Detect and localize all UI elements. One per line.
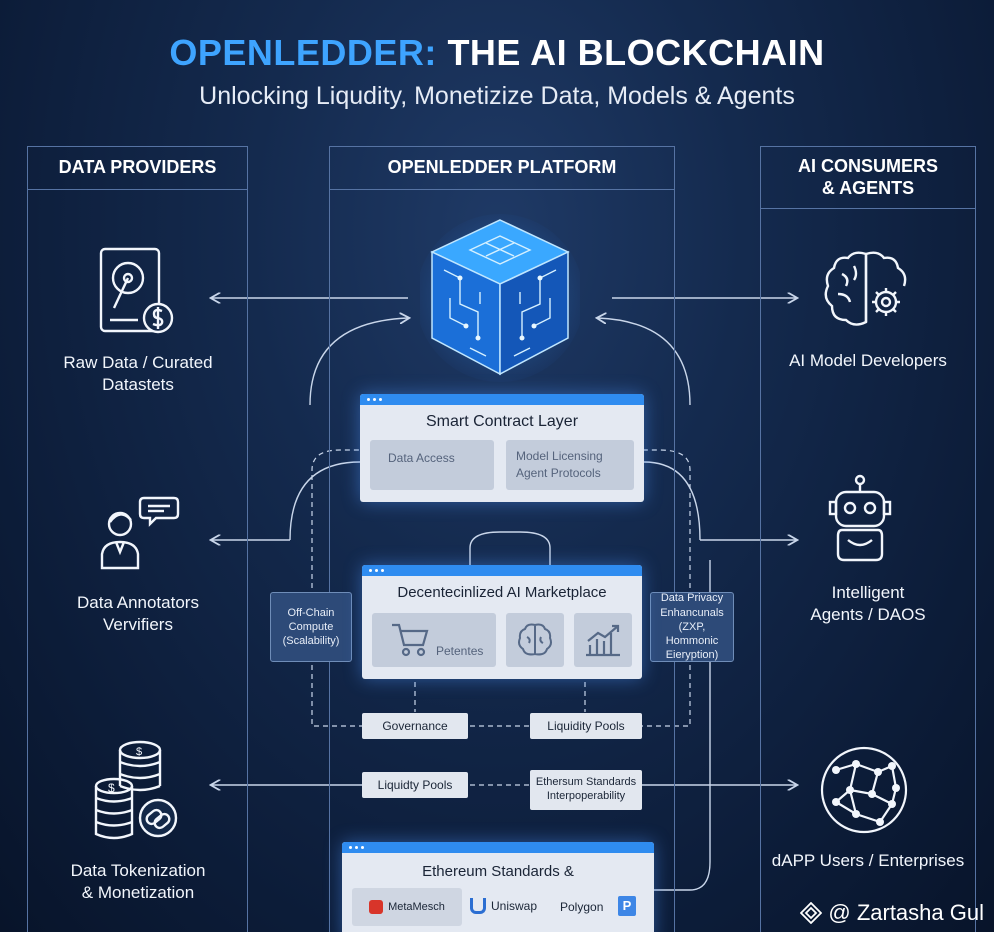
label-raw-data: Raw Data / Curated Datastets xyxy=(63,353,213,395)
uniswap-icon xyxy=(470,898,486,914)
metamask-icon xyxy=(369,900,384,914)
annotator-person-icon xyxy=(100,496,180,570)
card-window-bar xyxy=(342,842,654,853)
column-title-ai-consumers: AI CONSUMERS & AGENTS xyxy=(761,147,975,209)
logo-metamask: MetaMesch xyxy=(352,888,462,926)
column-title-data-providers: DATA PROVIDERS xyxy=(28,147,247,190)
marketplace-title: Decentecinlized AI Marketplace xyxy=(397,584,607,601)
coin-stack-icon: $ $ xyxy=(94,740,178,840)
polygon-icon: P xyxy=(618,896,636,916)
card-window-bar xyxy=(360,394,644,405)
svg-text:$: $ xyxy=(108,781,115,795)
page-title: OPENLEDDER: THE AI BLOCKCHAIN xyxy=(0,32,994,74)
marketplace-chip-label: Petentes xyxy=(436,644,484,658)
title-accent: OPENLEDDER: xyxy=(169,32,437,73)
label-data-tokenization: Data Tokenization & Monetization xyxy=(70,861,206,903)
hard-drive-dollar-icon xyxy=(99,247,174,334)
svg-text:$: $ xyxy=(136,746,142,758)
ethereum-card-title: Ethereum Standards & xyxy=(422,863,574,880)
diamond-logo-icon xyxy=(800,902,823,924)
brain-gear-icon xyxy=(824,251,907,326)
robot-icon xyxy=(828,474,892,562)
smart-contract-layer-card: Smart Contract Layer Data Access Model L… xyxy=(360,394,644,502)
label-dapp-users: dAPP Users / Enterprises xyxy=(771,851,965,870)
data-privacy-box: Data Privacy Enhancunals (ZXP, Hommonic … xyxy=(650,592,734,662)
off-chain-compute-box: Off-Chain Compute (Scalability) xyxy=(270,592,352,662)
watermark: @ Zartasha Gul xyxy=(800,900,984,926)
bar-chart-icon xyxy=(586,624,620,657)
logo-uniswap: Uniswap xyxy=(470,898,537,914)
marketplace-chip-chart xyxy=(574,613,632,667)
ethereum-standards-card: Ethereum Standards & MetaMesch Uniswap P… xyxy=(342,842,654,932)
blockchain-cube-icon xyxy=(420,214,580,382)
chip-data-access: Data Access xyxy=(370,440,494,490)
governance-pill: Governance xyxy=(362,713,468,739)
logo-metamask-label: MetaMesch xyxy=(388,901,445,913)
column-title-platform: OPENLEDDER PLATFORM xyxy=(330,147,674,190)
liquidity-pools-top-pill: Liquidity Pools xyxy=(530,713,642,739)
liquidity-pools-bottom-pill: Liquidty Pools xyxy=(362,772,468,798)
watermark-text: @ Zartasha Gul xyxy=(828,900,984,925)
column-data-providers: DATA PROVIDERS xyxy=(27,146,248,932)
label-ai-model-developers: AI Model Developers xyxy=(789,351,947,370)
chip-model-licensing: Model Licensing Agent Protocols xyxy=(506,440,634,490)
logo-polygon-label: Polygon xyxy=(560,900,604,914)
shopping-cart-icon xyxy=(392,623,429,657)
column-ai-consumers: AI CONSUMERS & AGENTS xyxy=(760,146,976,932)
label-intelligent-agents: Intelligent Agents / DAOS xyxy=(810,583,926,625)
page-subtitle: Unlocking Liqudity, Monetizize Data, Mod… xyxy=(199,82,795,110)
smart-contract-title: Smart Contract Layer xyxy=(425,413,579,430)
globe-network-icon xyxy=(820,746,908,834)
column-openledder-platform: OPENLEDDER PLATFORM xyxy=(329,146,675,932)
brain-icon xyxy=(518,623,552,656)
ethereum-standards-pill: Ethersum Standards Interpoperability xyxy=(530,770,642,810)
marketplace-chip-cart: Petentes xyxy=(372,613,496,667)
header: OPENLEDDER: THE AI BLOCKCHAIN Unlocking … xyxy=(0,32,994,111)
logo-uniswap-label: Uniswap xyxy=(491,899,538,913)
marketplace-chip-brain xyxy=(506,613,564,667)
title-rest: THE AI BLOCKCHAIN xyxy=(447,32,825,73)
label-data-annotators: Data Annotators Vervifiers xyxy=(77,593,199,635)
ai-marketplace-card: Decentecinlized AI Marketplace Petentes xyxy=(362,565,642,679)
card-window-bar xyxy=(362,565,642,576)
